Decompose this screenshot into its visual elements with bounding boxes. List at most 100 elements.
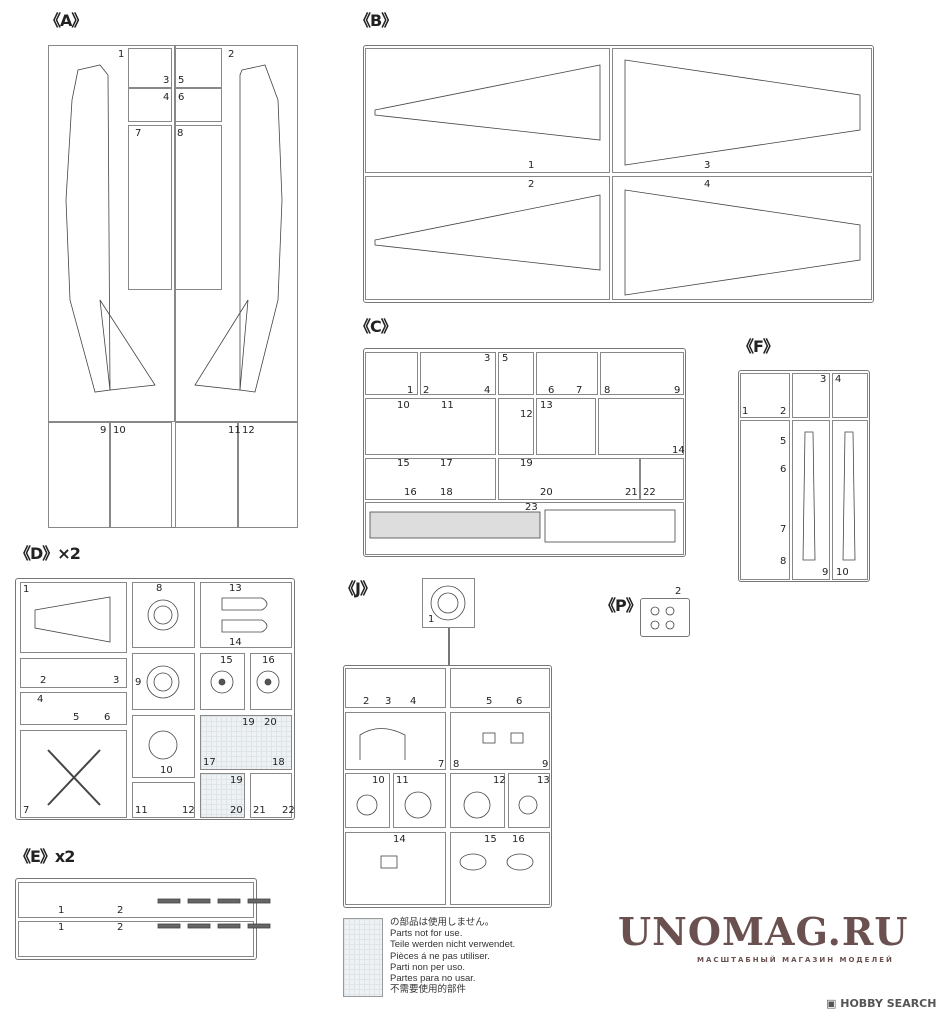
part-number: 12 [493, 775, 506, 786]
part-number: 3 [385, 696, 392, 707]
part-number: 15 [220, 655, 233, 666]
wheel-8-hub [153, 605, 173, 625]
sprue-j-frame [343, 665, 552, 908]
part-number: 15 [484, 834, 497, 845]
unused-part-cell [200, 715, 292, 770]
unused-parts-legend: の部品は使用しません。 Parts not for use. Teile wer… [390, 917, 515, 995]
part-number: 17 [440, 458, 453, 469]
engine-10 [148, 730, 178, 760]
part-number: 1 [58, 905, 65, 916]
part-cell [18, 921, 254, 957]
part-cell [598, 398, 684, 455]
exhaust-stub [247, 898, 271, 904]
part-number: 4 [835, 374, 842, 385]
part-number: 2 [117, 905, 124, 916]
part-11 [404, 791, 432, 819]
part-14 [380, 855, 398, 869]
part-number: 23 [525, 502, 538, 513]
part-number: 4 [163, 92, 170, 103]
sprue-connector [448, 628, 450, 665]
part-p2d [665, 620, 675, 630]
part-number: 12 [520, 409, 533, 420]
part-cell [20, 658, 127, 688]
part-number: 10 [113, 425, 126, 436]
part-number: 2 [117, 922, 124, 933]
tail-fin-right [194, 299, 249, 391]
part-number: 2 [780, 406, 787, 417]
part-number: 7 [780, 524, 787, 535]
part-number: 7 [23, 805, 30, 816]
part-cell [792, 373, 830, 418]
exhaust-stub [217, 923, 241, 929]
part-number: 13 [540, 400, 553, 411]
part-number: 8 [156, 583, 163, 594]
part-cell [832, 373, 868, 418]
sprue-b-frame [363, 45, 874, 303]
part-cell [832, 420, 868, 580]
part-number: 9 [100, 425, 107, 436]
part-number: 15 [397, 458, 410, 469]
part-number: 1 [23, 584, 30, 595]
part-10 [356, 794, 378, 816]
part-number: 3 [484, 353, 491, 364]
part-number: 4 [37, 694, 44, 705]
part-number: 4 [410, 696, 417, 707]
part-number: 12 [182, 805, 195, 816]
part-number: 13 [229, 583, 242, 594]
cowl-ring-9-inner [153, 672, 173, 692]
floor-detail [544, 509, 676, 543]
engine-front-1-inner [437, 592, 459, 614]
part-cell [128, 48, 172, 88]
fuselage-half-right [239, 64, 283, 393]
part-cell [450, 668, 550, 708]
part-cell [128, 125, 172, 290]
wheel-16 [256, 670, 280, 694]
part-number: 20 [264, 717, 277, 728]
wing-tip [34, 596, 111, 643]
part-number: 8 [453, 759, 460, 770]
part-cell [20, 730, 127, 818]
part-cell [365, 48, 610, 173]
hobby-search-credit: ▣ HOBBY SEARCH [826, 997, 936, 1010]
part-number: 3 [704, 160, 711, 171]
part-cell [345, 832, 446, 905]
exhaust-stub [217, 898, 241, 904]
part-cell [48, 422, 110, 528]
part-cell [740, 373, 790, 418]
wing-lower-1 [374, 194, 601, 271]
fuselage-half-left [65, 64, 111, 393]
part-number: 1 [118, 49, 125, 60]
watermark-subtitle: МАСШТАБНЫЙ МАГАЗИН МОДЕЛЕЙ [697, 956, 894, 964]
part-number: 22 [643, 487, 656, 498]
part-number: 8 [604, 385, 611, 396]
part-number: 7 [438, 759, 445, 770]
part-cell [365, 458, 496, 500]
part-number: 1 [58, 922, 65, 933]
part-cell [200, 582, 292, 648]
part-cell [200, 653, 245, 710]
sprue-d-title: 《D》×2 [15, 544, 81, 563]
part-number: 10 [397, 400, 410, 411]
part-number: 4 [704, 179, 711, 190]
part-number: 19 [242, 717, 255, 728]
part-number: 7 [135, 128, 142, 139]
part-number: 1 [742, 406, 749, 417]
part-cell [612, 48, 872, 173]
part-number: 2 [363, 696, 370, 707]
part-number: 11 [441, 400, 454, 411]
exhaust-stub [157, 923, 181, 929]
part-number: 13 [537, 775, 550, 786]
part-number: 7 [576, 385, 583, 396]
exhaust-stub [247, 923, 271, 929]
hobby-search-icon: ▣ [826, 997, 841, 1010]
part-cell [450, 712, 550, 770]
part-cell [128, 88, 172, 122]
part-cell [600, 352, 684, 395]
part-number: 22 [282, 805, 295, 816]
part-number: 20 [540, 487, 553, 498]
wing-upper-1 [624, 189, 861, 296]
part-number: 11 [228, 425, 241, 436]
part-number: 6 [178, 92, 185, 103]
sprue-c-title: 《C》 [355, 317, 397, 336]
